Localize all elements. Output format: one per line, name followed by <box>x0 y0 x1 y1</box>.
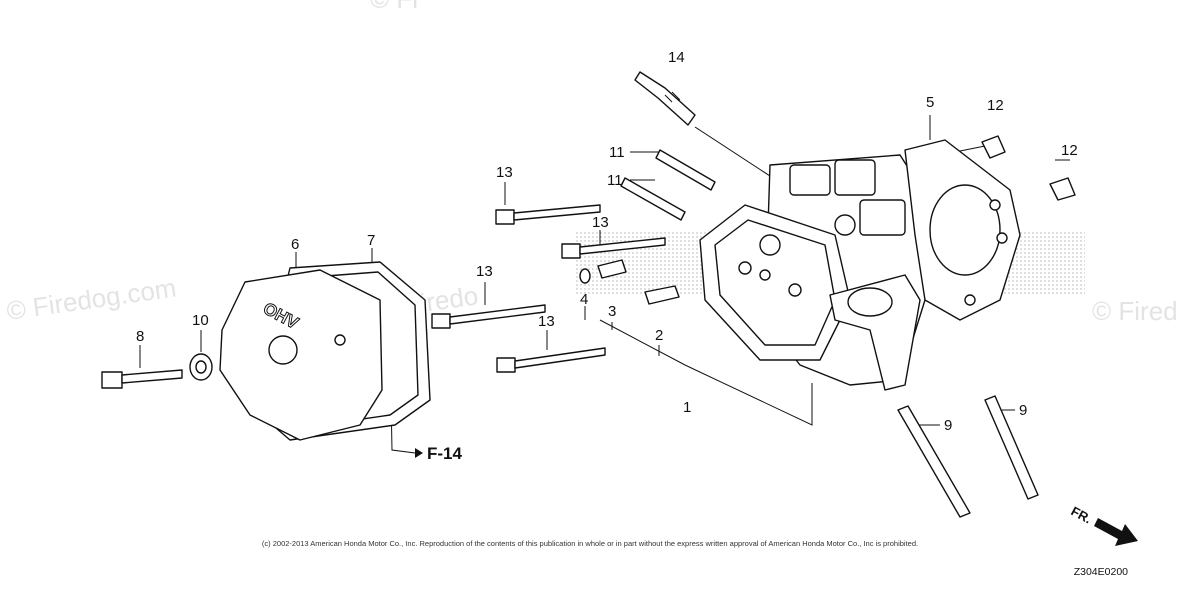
callout-9a: 9 <box>944 417 952 434</box>
callout-2: 2 <box>655 327 663 344</box>
gasket-hole-3 <box>964 294 976 306</box>
bolt-13a-head <box>495 209 515 225</box>
spark-plug-port <box>834 214 856 236</box>
bolt-13b-shank <box>579 237 666 255</box>
head-bolt-hole-3 <box>788 283 802 297</box>
bolt-13a-shank <box>513 204 601 221</box>
studs-11 <box>620 149 716 221</box>
callout-10: 10 <box>192 312 209 329</box>
cylinder-head-rim <box>714 219 836 346</box>
callout-13d: 13 <box>538 313 555 330</box>
bolt-13d-shank <box>514 347 606 369</box>
stud-9b <box>984 395 1039 500</box>
front-direction-label: FR. <box>1069 503 1095 526</box>
copyright-notice: (c) 2002-2013 American Honda Motor Co., … <box>261 539 919 548</box>
head-gasket <box>904 139 1021 321</box>
washer-10 <box>189 353 213 381</box>
bolt-13c-head <box>431 313 451 329</box>
guide-3 <box>597 259 627 279</box>
exhaust-port <box>847 287 893 317</box>
cylinder-head <box>699 154 936 391</box>
callout-5: 5 <box>926 94 934 111</box>
spark-plug <box>634 71 696 126</box>
callout-13a: 13 <box>496 164 513 181</box>
dowel-pin-12a <box>981 135 1006 159</box>
callout-7: 7 <box>367 232 375 249</box>
figure-ref-arrowhead <box>415 448 423 458</box>
dowel-pins <box>981 135 1076 201</box>
callout-3: 3 <box>608 303 616 320</box>
callout-8: 8 <box>136 328 144 345</box>
watermark-text-top: © Fi <box>370 0 418 14</box>
cylinder-head-face <box>699 204 851 361</box>
cooling-fin-block-3 <box>859 199 906 236</box>
callout-12a: 12 <box>987 97 1004 114</box>
head-cover: OHV <box>219 261 431 441</box>
pin-2 <box>644 285 680 305</box>
bolt-13d-head <box>496 357 516 373</box>
leader-1 <box>599 319 813 426</box>
studs-9 <box>897 395 1039 518</box>
callout-13c: 13 <box>476 263 493 280</box>
cover-hole-2 <box>334 334 346 346</box>
head-cover-6 <box>219 269 383 441</box>
cover-bolt-hole <box>268 335 298 365</box>
callout-14: 14 <box>668 49 685 66</box>
stud-11b <box>620 177 686 221</box>
front-direction-arrow <box>1094 518 1138 546</box>
callout-4: 4 <box>580 291 588 308</box>
gasket-hole-1 <box>989 199 1001 211</box>
clip-4 <box>579 268 591 284</box>
bolts-13 <box>431 204 666 373</box>
bolt-13b-head <box>561 243 581 259</box>
bolt-8-shank <box>121 369 183 384</box>
head-bolt-hole-1 <box>759 234 781 256</box>
stud-11a <box>655 149 716 191</box>
head-bolt-hole-4 <box>759 269 771 281</box>
gasket-hole-2 <box>996 232 1008 244</box>
callout-13b: 13 <box>592 214 609 231</box>
head-gasket-bore <box>929 184 1001 276</box>
watermark-text-right: © Fired <box>1092 296 1178 326</box>
watermark-text-left: © Firedog.com <box>5 272 178 325</box>
callout-6: 6 <box>291 236 299 253</box>
spark-plug-body <box>634 71 696 126</box>
figure-ref-label: F-14 <box>427 444 463 463</box>
valve-parts <box>579 259 680 305</box>
callout-11b: 11 <box>607 172 623 189</box>
stud-9a <box>897 405 971 518</box>
head-bolt-hole-2 <box>738 261 752 275</box>
dowel-pin-12b <box>1049 177 1076 201</box>
callout-11a: 11 <box>609 144 625 161</box>
callout-1: 1 <box>683 399 691 416</box>
callout-9b: 9 <box>1019 402 1027 419</box>
drawing-code: Z304E0200 <box>1073 566 1128 578</box>
bolt-8-head <box>101 371 123 389</box>
cover-fasteners <box>101 353 213 389</box>
bolt-13c-shank <box>449 304 546 325</box>
cooling-fin-block-2 <box>834 159 876 196</box>
figure-reference: F-14 <box>415 444 463 463</box>
callout-12b: 12 <box>1061 142 1078 159</box>
callouts: 1 2 3 4 5 6 7 8 9 9 10 11 11 12 12 13 13… <box>136 49 1078 434</box>
cooling-fin-block-1 <box>789 164 831 196</box>
